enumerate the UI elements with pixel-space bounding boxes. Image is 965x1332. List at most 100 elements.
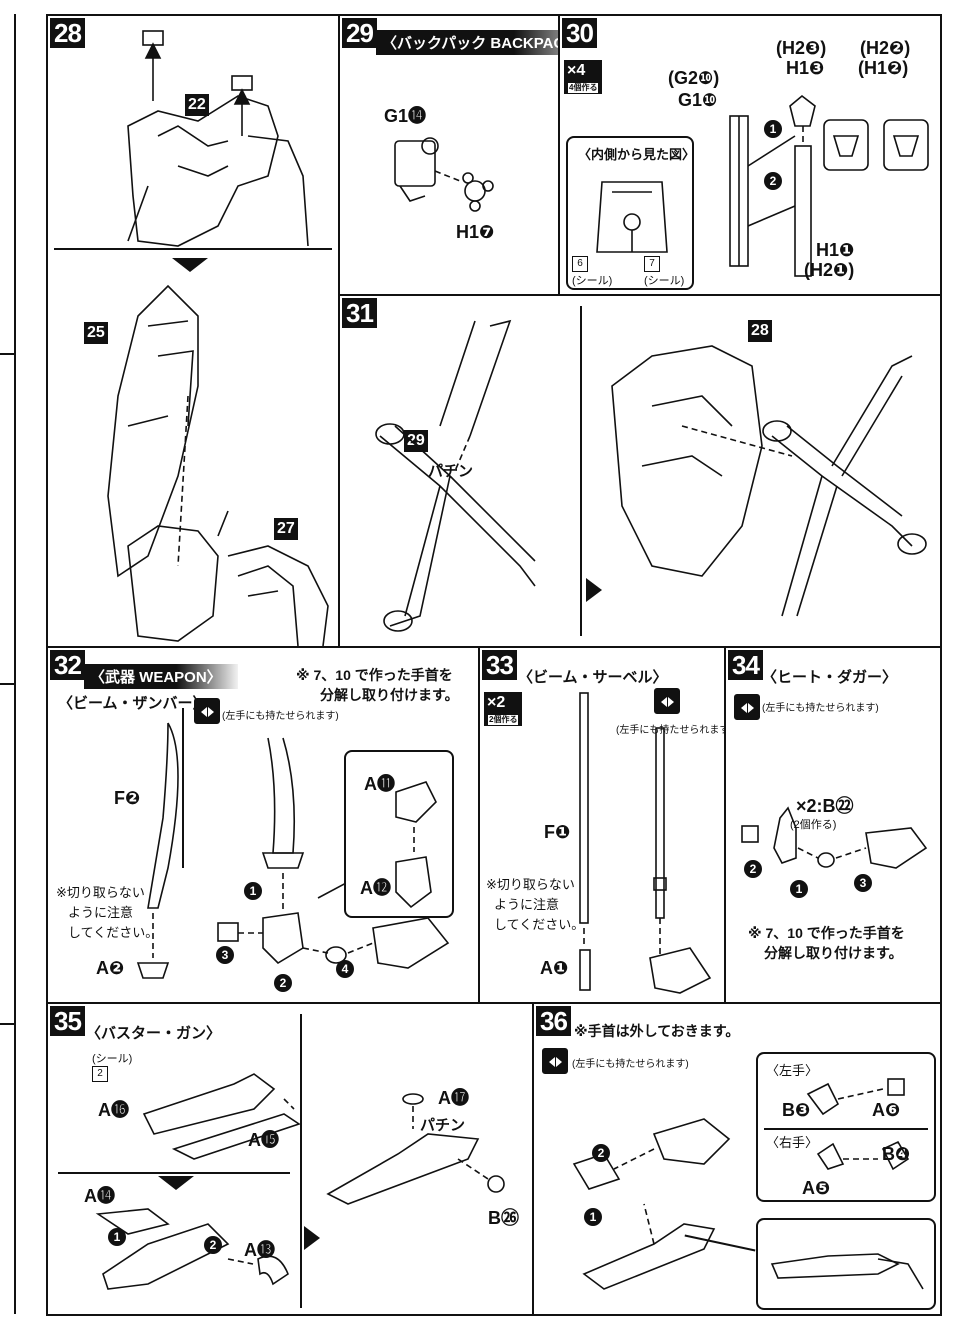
snap-sound: パチン	[420, 1117, 466, 1134]
sticker-ref-2: (シール) 2	[92, 1050, 132, 1082]
part-label-a15: A⓯	[248, 1130, 279, 1150]
mobile-suit-upper-illustration	[127, 30, 309, 247]
step-35-panel: 35 〈バスター・ガン〉 (シール) 2 A⓰ A⓯ A⓮ A⓭ 1 2 A⓱ …	[46, 1002, 534, 1316]
step-mark-1: 1	[764, 120, 782, 138]
step-mark-1: 1	[584, 1208, 602, 1226]
part-label-a17: A⓱	[438, 1088, 469, 1108]
make-count: ×2	[487, 694, 506, 711]
assembled-gun-illustration	[770, 1253, 924, 1290]
beam-saber-illustration	[579, 692, 712, 994]
page-edge-tick	[0, 1023, 14, 1025]
sticker-num: 6	[572, 256, 588, 272]
hand-swap-icon	[194, 698, 220, 724]
make-count-note: 4個作る	[567, 82, 600, 94]
reuse-wrist-note-2: 分解し取り付けます。	[764, 945, 903, 961]
part-label-a11: A⓫	[364, 774, 395, 794]
left-hand-note: (左手にも持たせられます)	[572, 1059, 689, 1070]
step-32-panel: 32 〈武器 WEAPON〉 〈ビーム・ザンバー〉 ※ 7、10 で作った手首を…	[46, 646, 480, 1004]
divider	[182, 708, 184, 868]
step-number: 32	[50, 650, 85, 680]
part-label-g1-10: G1❿	[678, 90, 718, 110]
make-count: ×4	[567, 62, 586, 79]
part-label-f2: F❷	[114, 788, 141, 808]
cut-warning-2: ように注意	[68, 905, 134, 920]
make-count-badge: ×2 2個作る	[484, 692, 523, 726]
tip-variant-illustration	[823, 119, 929, 171]
step-mark-2: 2	[744, 860, 762, 878]
sticker-num: 7	[644, 256, 660, 272]
part-ref-28: 28	[748, 320, 772, 342]
wing-binder-illustration	[107, 284, 199, 578]
step-title: 〈ヒート・ダガー〉	[762, 669, 898, 686]
step-34-panel: 34 〈ヒート・ダガー〉 (左手にも持たせられます) ×2:B㉒ (2個作る) …	[724, 646, 942, 1004]
part-ref-29: 29	[404, 430, 428, 452]
step-29-panel: 29 〈バックパック BACKPACK〉 G1⓮ H1❼	[338, 14, 607, 296]
wrist-detail-inset: A⓫ A⓬	[344, 750, 454, 918]
cut-warning-2: ように注意	[494, 897, 560, 912]
part-ref-25: 25	[84, 322, 108, 344]
hand-variants-inset: 〈左手〉 B❸ A❻ 〈右手〉 B❹ A❺	[756, 1052, 936, 1202]
inset-title: 〈内側から見た図〉	[578, 147, 696, 162]
part-label-a13: A⓭	[244, 1240, 275, 1260]
cut-warning-1: ※切り取らない	[56, 885, 145, 900]
part-label-a2: A❷	[96, 958, 125, 978]
part-label-a1: A❶	[540, 958, 569, 978]
step-mark-1: 1	[108, 1228, 126, 1246]
inner-view-inset: 〈内側から見た図〉 6 (シール) 7 (シール)	[566, 136, 696, 290]
part-label-b4: B❹	[882, 1144, 911, 1164]
step-number: 34	[728, 650, 763, 680]
binder-arm-illustration	[729, 94, 816, 277]
remove-wrist-note: ※手首は外しておきます。	[574, 1023, 740, 1039]
down-arrow	[172, 258, 208, 272]
make-count-note: (2個作る)	[790, 819, 837, 831]
cut-warning-3: してください。	[68, 925, 159, 940]
step-number: 29	[342, 18, 377, 48]
buster-gun-assembly-illustration	[95, 1208, 289, 1290]
page-edge-line	[14, 14, 16, 1314]
part-ref-22: 22	[185, 94, 209, 116]
part-label-b3: B❸	[782, 1100, 811, 1120]
part-label-f1: F❶	[544, 822, 571, 842]
buster-gun-hand-illustration	[572, 1118, 731, 1290]
cut-warning-3: してください。	[494, 917, 585, 932]
weapon-subtitle: 〈ビーム・ザンバー〉	[58, 695, 208, 712]
part-label-a14: A⓮	[84, 1186, 115, 1206]
part-label-h2-3: (H2❸)	[776, 38, 827, 58]
divider	[764, 1128, 928, 1130]
part-label-h1-3: H1❸	[786, 58, 825, 78]
divider	[54, 248, 332, 250]
page-edge-tick	[0, 683, 14, 685]
assembled-view-inset	[756, 1218, 936, 1310]
step-title: 〈ビーム・サーベル〉	[518, 669, 668, 686]
buster-gun-parts-illustration	[142, 1073, 301, 1160]
part-label-a6: A❻	[872, 1100, 901, 1120]
part-label-a16: A⓰	[98, 1100, 129, 1120]
right-arrow	[586, 578, 602, 602]
wrist-parts-illustration	[395, 781, 437, 909]
part-label-a12: A⓬	[360, 878, 391, 898]
step-36-panel: 36 ※手首は外しておきます。 (左手にも持たせられます) 〈左手〉 B❸ A❻…	[532, 1002, 942, 1316]
part-label-b26: B㉖	[488, 1208, 519, 1228]
backpack-x-assembly-illustration	[375, 319, 536, 632]
divider	[300, 1014, 302, 1308]
step-title: 〈バスター・ガン〉	[86, 1025, 222, 1042]
make-count-badge: ×4 4個作る	[564, 60, 603, 94]
step-mark-1: 1	[790, 880, 808, 898]
step-30-panel: 30 ×4 4個作る (G2❿) G1❿ (H2❸) H1❸ (H2❷) (H1…	[558, 14, 942, 296]
sticker-tag: (シール)	[92, 1053, 133, 1065]
hand-swap-icon	[542, 1048, 568, 1074]
left-hand-note: (左手にも持たせられます)	[222, 711, 339, 722]
page-edge-tick	[0, 353, 14, 355]
mobile-suit-back-illustration	[611, 345, 927, 617]
step-31-panel: 31 29 パチン 28	[338, 294, 942, 648]
step-mark-4: 4	[336, 960, 354, 978]
part-ref-27: 27	[274, 518, 298, 540]
reuse-wrist-note-1: ※ 7、10 で作った手首を	[748, 925, 905, 941]
sticker-ref-7: 7 (シール)	[644, 256, 684, 288]
backpack-parts-illustration	[394, 137, 494, 212]
hand-swap-icon	[734, 694, 760, 720]
make-count-line: ×2:B㉒	[796, 796, 854, 816]
step-number: 35	[50, 1006, 85, 1036]
part-label-a5: A❺	[802, 1178, 831, 1198]
cut-warning-1: ※切り取らない	[486, 877, 575, 892]
